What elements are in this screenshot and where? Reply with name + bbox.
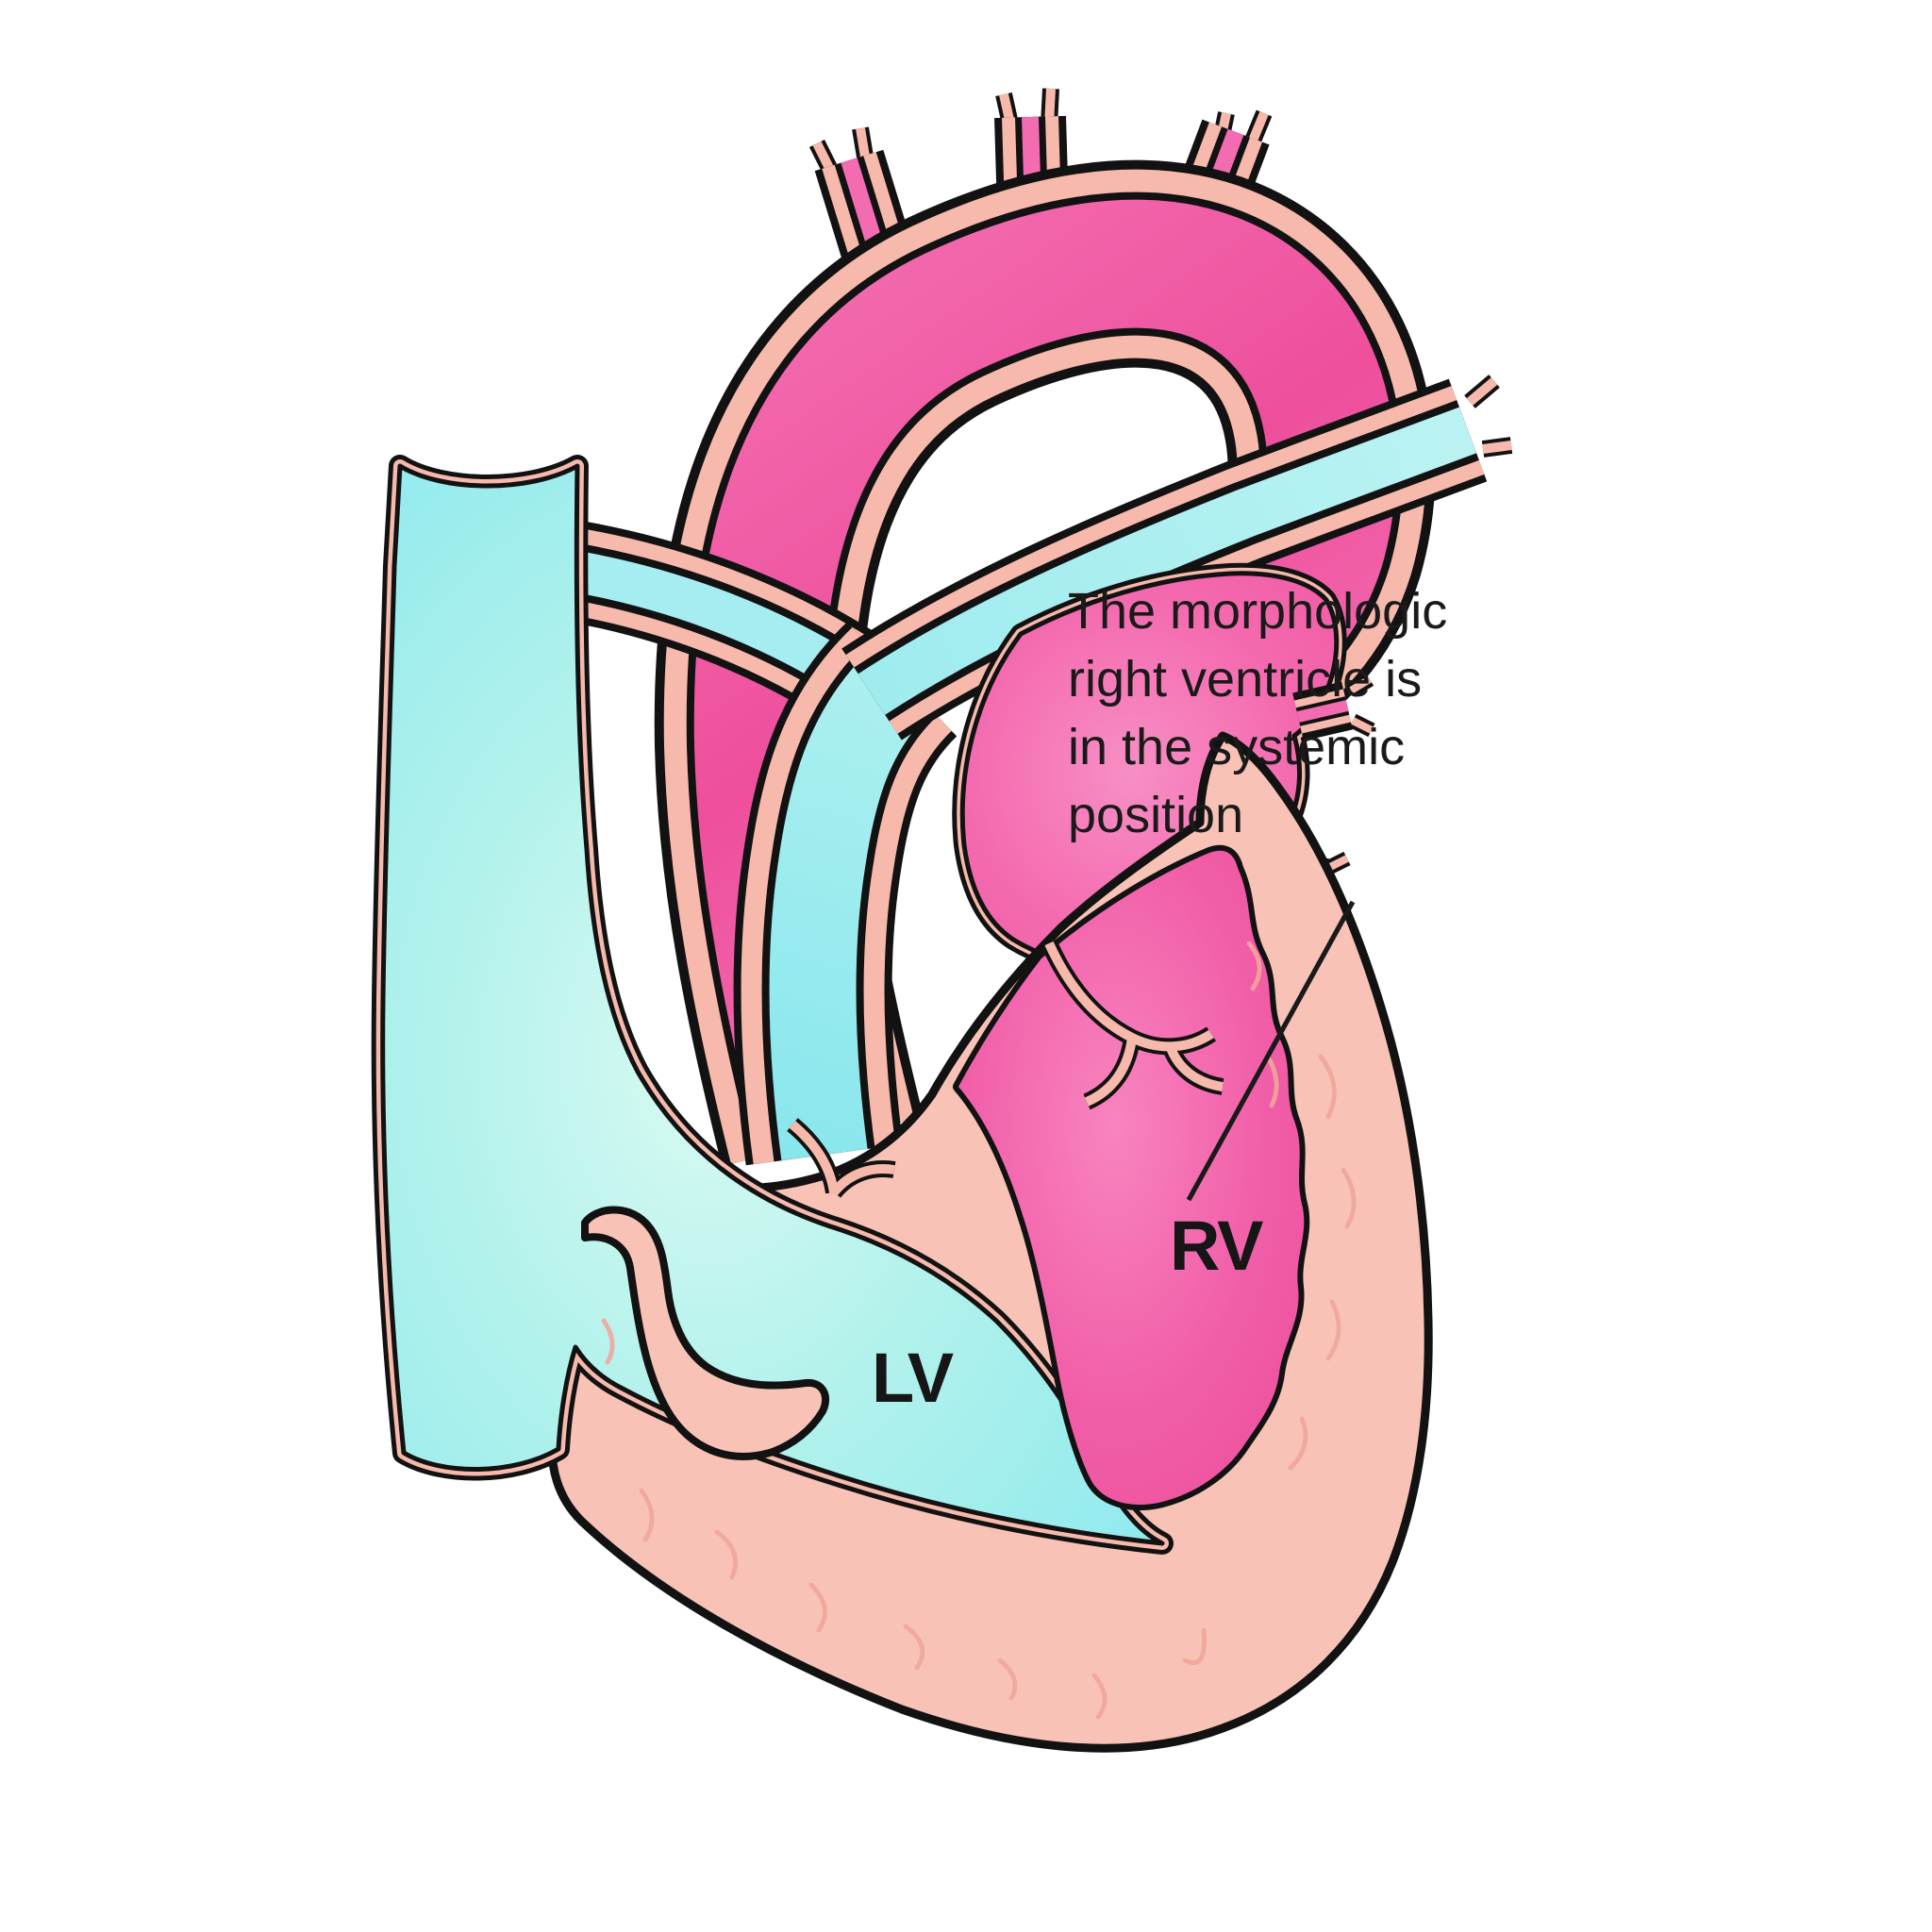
- pulmonary-trunk: [733, 622, 958, 1166]
- arch-stub-prongs: [808, 88, 1273, 178]
- right-pulmonary-artery: [841, 375, 1513, 741]
- wall-texture: [601, 941, 1357, 1720]
- label-lv: LV: [872, 1339, 954, 1417]
- valve-chordae: [787, 940, 1224, 1198]
- annotation-line-2: right ventricle is: [1068, 651, 1422, 708]
- eustachian-ridge-hook: [581, 1206, 830, 1460]
- annotation-line-4: position: [1068, 787, 1243, 843]
- annotation-text: The morphologic right ventricle is in th…: [1068, 583, 1447, 843]
- annotation-line-1: The morphologic: [1068, 583, 1447, 640]
- right-ventricle-chamber: [953, 844, 1310, 1510]
- label-rv: RV: [1170, 1207, 1263, 1285]
- annotation-line-3: in the systemic: [1068, 719, 1405, 775]
- leader-line: [1186, 900, 1356, 1202]
